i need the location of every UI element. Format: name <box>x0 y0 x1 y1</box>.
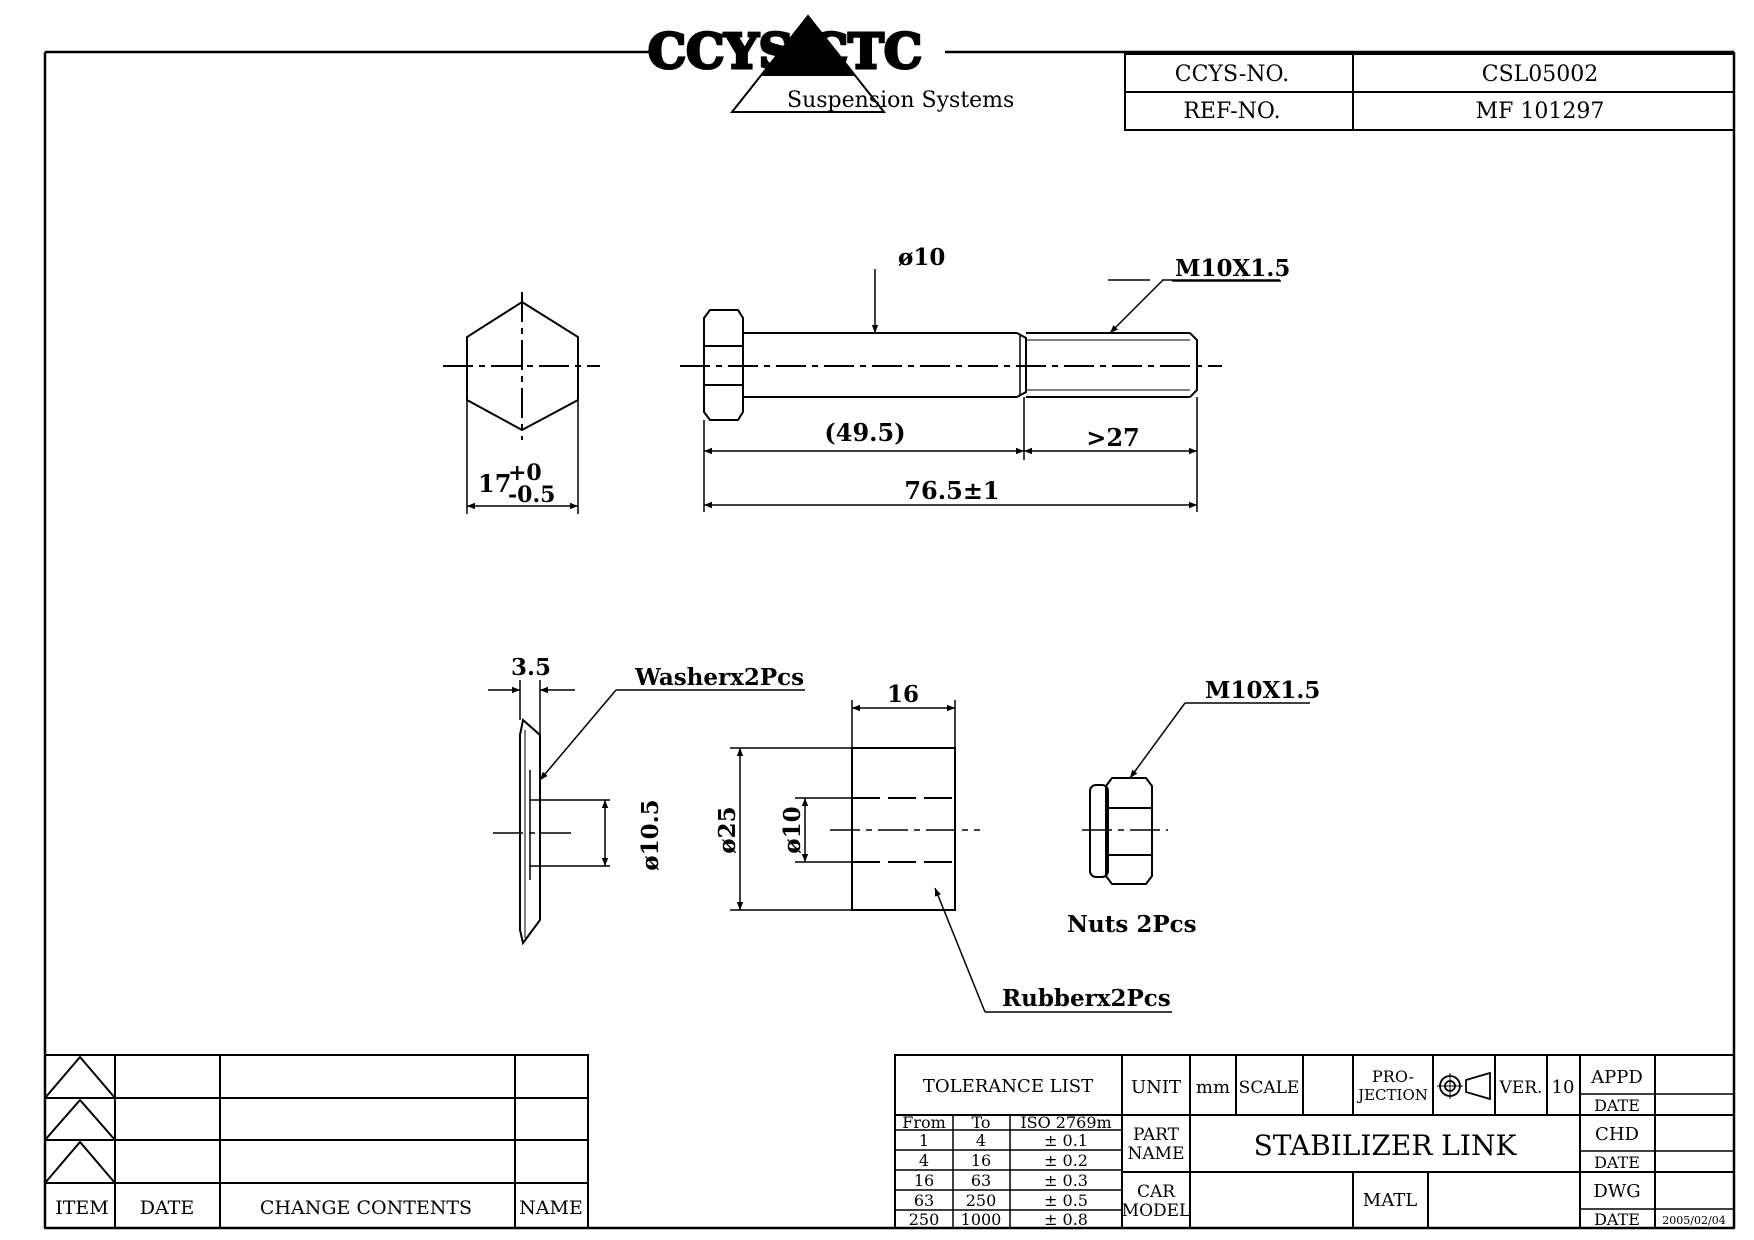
tol-row-3-tol: ± 0.3 <box>1044 1171 1088 1190</box>
projection-label-2: JECTION <box>1356 1086 1428 1104</box>
tol-header-from: From <box>902 1113 946 1132</box>
tol-row-1-from: 1 <box>919 1131 929 1150</box>
tol-row-5-from: 250 <box>909 1210 940 1229</box>
bolt-side-view <box>680 269 1280 512</box>
title-block <box>894 1054 1735 1229</box>
washer-label: Washerx2Pcs <box>634 664 804 691</box>
unit-value: mm <box>1196 1077 1230 1098</box>
hex-tol-lower: -0.5 <box>508 482 555 508</box>
company-logo: CCYS CTC Suspension Systems <box>646 14 1014 113</box>
drawn-label: DWG <box>1593 1181 1640 1202</box>
tol-row-2-tol: ± 0.2 <box>1044 1151 1088 1170</box>
tol-row-3-from: 16 <box>914 1171 934 1190</box>
drawn-date-label: DATE <box>1594 1210 1640 1229</box>
revision-header-date: DATE <box>140 1197 194 1219</box>
thread-length-dim: >27 <box>1086 423 1140 452</box>
part-name-value: STABILIZER LINK <box>1254 1129 1518 1162</box>
hex-head-view <box>443 292 600 514</box>
rubber-outer-diameter-dim: ø25 <box>714 806 741 853</box>
version-label: VER. <box>1499 1078 1543 1098</box>
scale-label: SCALE <box>1239 1078 1300 1098</box>
hex-width-dim: 17 <box>478 469 511 498</box>
tol-row-2-to: 16 <box>971 1151 991 1170</box>
sheet-border <box>43 50 1736 1230</box>
part-name-label-1: PART <box>1133 1125 1180 1145</box>
washer-thickness-dim: 3.5 <box>511 654 551 681</box>
ccys-no-label: CCYS-NO. <box>1175 62 1290 87</box>
ref-no-value: MF 101297 <box>1476 99 1605 124</box>
material-label: MATL <box>1363 1190 1417 1211</box>
bolt-thread-dim: M10X1.5 <box>1175 255 1290 282</box>
tol-row-4-to: 250 <box>966 1191 997 1210</box>
washer-view <box>488 680 805 946</box>
car-model-label-2: MODEL <box>1122 1201 1191 1221</box>
tol-row-1-to: 4 <box>976 1131 986 1150</box>
logo-subtitle: Suspension Systems <box>787 88 1014 113</box>
unit-label: UNIT <box>1131 1077 1181 1098</box>
shank-length-dim: (49.5) <box>824 418 905 447</box>
tol-row-4-from: 63 <box>914 1191 934 1210</box>
nut-thread-dim: M10X1.5 <box>1205 677 1320 704</box>
logo-text: CCYS CTC <box>648 24 922 80</box>
projection-symbol-icon <box>1437 1071 1491 1101</box>
hex-tol-upper: +0 <box>508 460 542 486</box>
checked-date-label: DATE <box>1594 1153 1640 1172</box>
car-model-label-1: CAR <box>1137 1182 1176 1202</box>
projection-label-1: PRO- <box>1372 1067 1414 1086</box>
tolerance-title: TOLERANCE LIST <box>923 1076 1093 1097</box>
total-length-dim: 76.5±1 <box>904 476 999 505</box>
drawn-date-value: 2005/02/04 <box>1662 1214 1725 1227</box>
tol-row-5-tol: ± 0.8 <box>1044 1210 1088 1229</box>
tol-header-iso: ISO 2769m <box>1020 1113 1111 1132</box>
tol-row-4-tol: ± 0.5 <box>1044 1191 1088 1210</box>
tol-row-2-from: 4 <box>919 1151 929 1170</box>
revision-table <box>44 1054 589 1229</box>
tol-row-5-to: 1000 <box>961 1210 1002 1229</box>
tol-header-to: To <box>971 1113 990 1132</box>
tol-row-1-tol: ± 0.1 <box>1044 1131 1088 1150</box>
rubber-length-dim: 16 <box>887 681 919 708</box>
revision-header-item: ITEM <box>55 1197 109 1219</box>
shank-diameter-dim: ø10 <box>898 244 945 271</box>
rubber-view <box>730 700 1172 1013</box>
ccys-no-value: CSL05002 <box>1482 62 1599 87</box>
approved-date-label: DATE <box>1594 1096 1640 1115</box>
checked-label: CHD <box>1595 1124 1639 1145</box>
part-name-label-2: NAME <box>1128 1144 1185 1164</box>
ref-no-label: REF-NO. <box>1183 99 1280 124</box>
revision-header-change: CHANGE CONTENTS <box>260 1197 472 1219</box>
revision-header-name: NAME <box>519 1197 583 1219</box>
approved-label: APPD <box>1590 1067 1643 1088</box>
nut-label: Nuts 2Pcs <box>1067 911 1197 938</box>
rubber-inner-diameter-dim: ø10 <box>779 806 806 853</box>
washer-diameter-dim: ø10.5 <box>637 799 664 870</box>
version-value: 10 <box>1552 1077 1575 1098</box>
tol-row-3-to: 63 <box>971 1171 991 1190</box>
rubber-label: Rubberx2Pcs <box>1002 985 1171 1012</box>
reference-table: CCYS-NO. CSL05002 REF-NO. MF 101297 <box>1124 53 1735 131</box>
nut-view <box>1082 702 1310 885</box>
